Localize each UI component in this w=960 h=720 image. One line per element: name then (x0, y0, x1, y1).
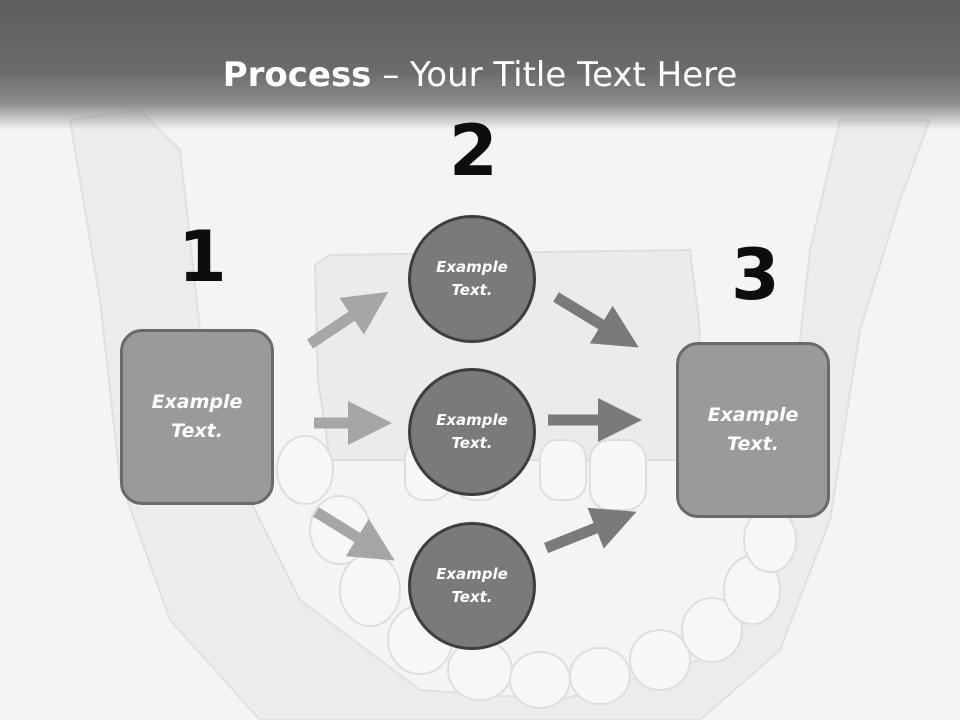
arrow-box1-to-circle-top (306, 291, 389, 349)
step-number-3: 3 (731, 234, 780, 316)
circle-top-text: Example Text. (436, 258, 508, 299)
step-number-2: 2 (449, 110, 498, 192)
circle-bottom-text: Example Text. (436, 565, 508, 606)
step-number-1: 1 (178, 216, 227, 298)
step-2-circle-middle: Example Text. (408, 368, 536, 496)
arrow-circle-bottom-to-box3 (543, 507, 637, 554)
step-2-circle-top: Example Text. (408, 215, 536, 343)
slide-title-rest: – Your Title Text Here (371, 55, 738, 95)
arrow-box1-to-circle-bottom (313, 507, 395, 561)
step-1-box-text: Example Text. (151, 391, 243, 442)
slide-title-bold: Process (222, 55, 372, 95)
step-3-box: Example Text. (676, 342, 830, 518)
step-3-box-text: Example Text. (707, 404, 799, 455)
slide-title: Process – Your Title Text Here (0, 54, 960, 96)
arrow-circle-top-to-box3 (553, 292, 639, 348)
circle-middle-text: Example Text. (436, 411, 508, 452)
step-1-box: Example Text. (120, 329, 274, 505)
title-header-band (0, 0, 960, 130)
step-2-circle-bottom: Example Text. (408, 522, 536, 650)
